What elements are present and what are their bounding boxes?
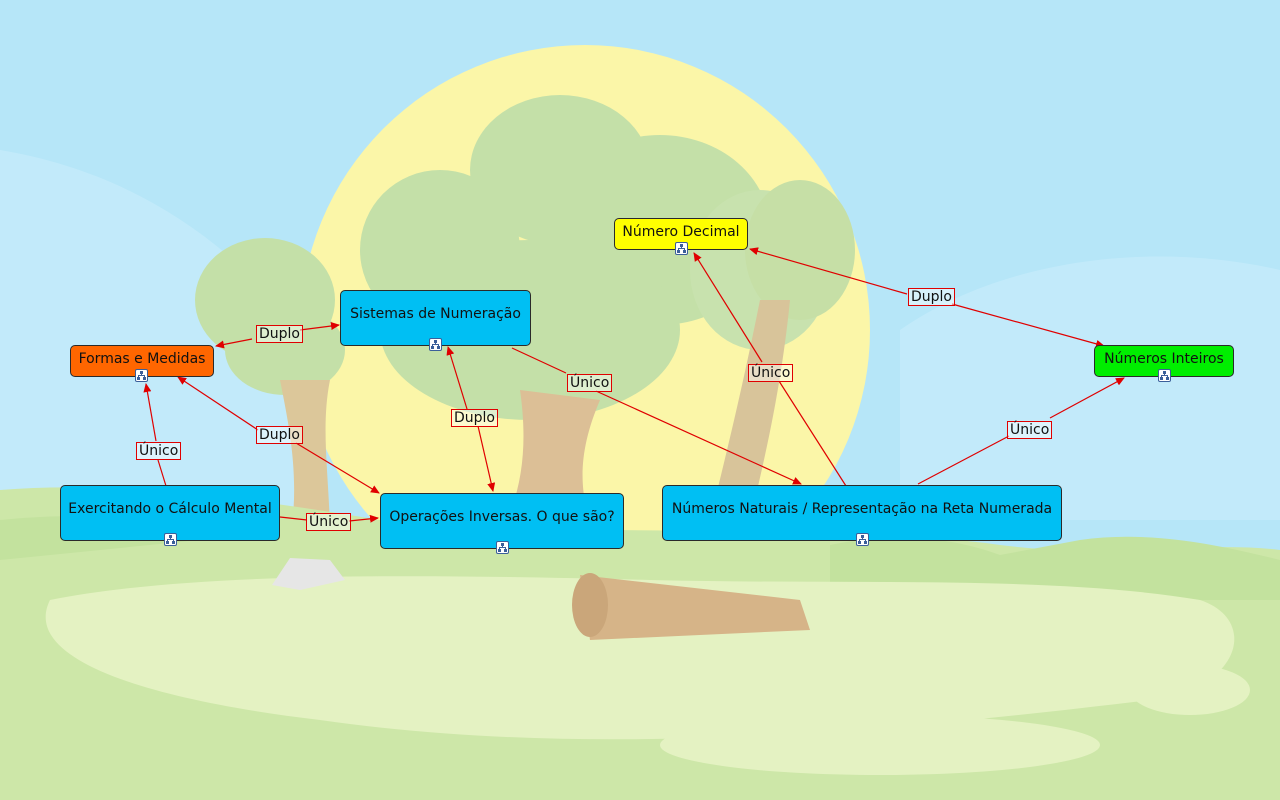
link-label-sistemas-naturais[interactable]: Único	[567, 374, 613, 392]
concept-map-icon[interactable]	[135, 369, 148, 382]
link-label-decimal-inteiros[interactable]: Duplo	[908, 288, 955, 306]
concept-map-icon[interactable]	[496, 541, 509, 554]
concept-node-formas-e-medidas[interactable]: Formas e Medidas	[70, 345, 214, 382]
link-label-exercitando-operacoes[interactable]: Único	[306, 513, 352, 531]
concept-node-exercitando-o-calculo-mental[interactable]: Exercitando o Cálculo Mental	[60, 485, 280, 546]
concept-node-numeros-naturais[interactable]: Números Naturais / Representação na Reta…	[662, 485, 1062, 546]
concept-label: Números Naturais / Representação na Reta…	[671, 501, 1053, 517]
concept-map-icon[interactable]	[856, 533, 869, 546]
link-label-formas-sistemas[interactable]: Duplo	[256, 325, 303, 343]
concept-node-numero-decimal[interactable]: Número Decimal	[614, 218, 748, 255]
concept-node-numeros-inteiros[interactable]: Números Inteiros	[1094, 345, 1234, 382]
concept-map-icon[interactable]	[429, 338, 442, 351]
concept-label: Número Decimal	[622, 224, 740, 240]
link-label-naturais-inteiros[interactable]: Único	[1007, 421, 1053, 439]
link-label-formas-operacoes[interactable]: Duplo	[256, 426, 303, 444]
concept-label: Formas e Medidas	[78, 351, 206, 367]
concept-map-icon[interactable]	[675, 242, 688, 255]
concept-label: Números Inteiros	[1104, 351, 1224, 367]
concept-label: Operações Inversas. O que são?	[389, 509, 615, 525]
concept-label: Sistemas de Numeração	[350, 306, 521, 322]
link-label-naturais-decimal[interactable]: Único	[748, 364, 794, 382]
concept-label: Exercitando o Cálculo Mental	[68, 501, 272, 517]
concept-map-icon[interactable]	[1158, 369, 1171, 382]
concept-node-operacoes-inversas[interactable]: Operações Inversas. O que são?	[380, 493, 624, 554]
link-label-sistemas-operacoes[interactable]: Duplo	[451, 409, 498, 427]
concept-map-icon[interactable]	[164, 533, 177, 546]
concept-node-sistemas-de-numeracao[interactable]: Sistemas de Numeração	[340, 290, 531, 351]
link-label-exercitando-formas[interactable]: Único	[136, 442, 182, 460]
